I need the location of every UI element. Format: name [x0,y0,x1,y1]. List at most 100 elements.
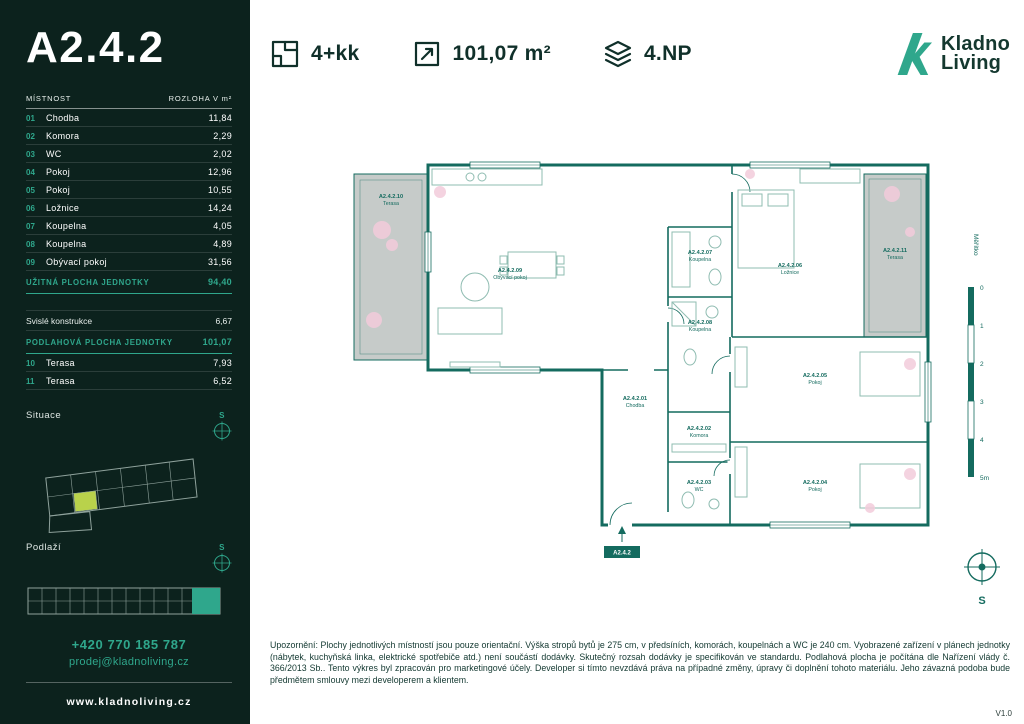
room-number: 03 [26,149,35,159]
phone-link[interactable]: +420 770 185 787 [71,637,187,652]
floor-value: 4.NP [643,42,692,65]
svg-text:0: 0 [980,285,984,292]
table-row: 07 Koupelna 4,05 [26,217,232,236]
table-row: 01 Chodba 11,84 [26,109,232,128]
svg-text:Ložnice: Ložnice [781,270,799,276]
vertical-structures-value: 6,67 [215,315,232,326]
svg-text:Obývací pokoj: Obývací pokoj [493,275,527,281]
svg-text:5m: 5m [980,475,989,482]
terrace-left [353,173,429,361]
table-row: 02 Komora 2,29 [26,127,232,146]
usable-area-row: UŽITNÁ PLOCHA JEDNOTKY 94,40 [26,271,232,295]
svg-text:S: S [978,595,985,607]
room-name: Terasa [46,357,75,368]
entrance-marker: A2.4.2 [604,526,640,558]
floor-area-value: 101,07 [202,337,232,348]
room-table-header: MÍSTNOST ROZLOHA V m² [26,94,232,110]
room-number: 10 [26,358,35,368]
svg-text:Pokoj: Pokoj [808,487,821,493]
svg-text:A2.4.2.01: A2.4.2.01 [623,396,647,402]
room-name: Koupelna [46,238,87,249]
floor-section-strip [27,587,221,615]
svg-text:Měřítko: Měřítko [972,234,979,256]
svg-text:A2.4.2.09: A2.4.2.09 [498,268,522,274]
area-value: 101,07 m² [452,42,551,65]
brand-logo: Kladno Living [890,33,1010,75]
room-table-header-area: ROZLOHA V m² [168,94,232,104]
room-number: 04 [26,167,35,177]
svg-text:A2.4.2.04: A2.4.2.04 [803,480,828,486]
unit-badge [604,546,640,558]
room-name: Komora [46,130,80,141]
header: 4+kk 101,07 m² 4.NP Kladno Living [270,30,1010,78]
table-row: 10 Terasa 7,93 [26,354,232,373]
layout-value: 4+kk [311,42,360,65]
floor-area-label: PODLAHOVÁ PLOCHA JEDNOTKY [26,338,173,348]
svg-text:Chodba: Chodba [626,403,645,409]
layout-spec: 4+kk [270,39,360,69]
situace-section-header: Situace S [26,410,232,442]
room-name: Chodba [46,112,80,123]
area-icon [414,41,439,67]
podlazi-section-header: Podlaží S [26,542,232,574]
svg-text:1: 1 [980,323,984,330]
room-name: Ložnice [46,202,80,213]
room-number: 09 [26,257,35,267]
website-link[interactable]: www.kladnoliving.cz [66,696,192,708]
north-compass-icon: S [212,543,232,573]
svg-text:A2.4.2.07: A2.4.2.07 [688,250,712,256]
floor-spec: 4.NP [603,39,692,69]
table-row: 04 Pokoj 12,96 [26,163,232,182]
svg-text:Koupelna: Koupelna [689,327,711,333]
svg-text:Pokoj: Pokoj [808,380,821,386]
north-compass-icon: S [212,411,232,441]
svg-text:A2.4.2.11: A2.4.2.11 [883,248,907,254]
svg-text:WC: WC [695,487,704,493]
floor-layers-icon [604,40,632,68]
room-name: Pokoj [46,166,71,177]
version-label: V1.0 [995,709,1012,718]
room-table-rows: 01 Chodba 11,84 02 Komora 2,29 03 WC 2,0… [26,109,232,272]
room-number: 02 [26,131,35,141]
svg-text:4: 4 [980,437,984,444]
sidebar-divider [26,682,232,683]
room-area: 12,96 [207,166,232,177]
room-area: 6,52 [213,375,232,386]
brand-line-1: Kladno [941,33,1010,55]
svg-text:Komora: Komora [690,433,709,439]
room-area: 2,29 [213,130,232,141]
room-area: 10,55 [207,184,232,195]
room-name: Pokoj [46,184,71,195]
room-number: 06 [26,203,35,213]
svg-text:A2.4.2.08: A2.4.2.08 [688,320,712,326]
scale-bar: Měřítko 0 1 2 3 4 5m [967,234,989,482]
table-row: 08 Koupelna 4,89 [26,235,232,254]
room-area: 11,84 [208,112,232,123]
usable-area-label: UŽITNÁ PLOCHA JEDNOTKY [26,278,150,288]
brand-mark-icon [897,33,933,75]
svg-text:Terasa: Terasa [383,201,399,207]
room-number: 01 [26,113,35,123]
email-link[interactable]: prodej@kladnoliving.cz [69,656,189,668]
table-row: 05 Pokoj 10,55 [26,181,232,200]
room-name: Koupelna [46,220,87,231]
windows [424,161,932,529]
vertical-structures-row: Svislé konstrukce 6,67 [26,310,232,332]
room-area: 7,93 [213,357,232,368]
area-spec: 101,07 m² [412,39,551,69]
room-name: Terasa [46,375,75,386]
table-row: 09 Obývací pokoj 31,56 [26,253,232,272]
strip-highlighted-unit [192,588,220,615]
furniture [431,168,921,510]
vertical-structures-label: Svislé konstrukce [26,315,93,326]
svg-text:A2.4.2.03: A2.4.2.03 [687,480,711,486]
usable-area-value: 94,40 [207,277,232,288]
room-name: WC [46,148,62,159]
situace-label: Situace [26,410,62,422]
room-number: 07 [26,221,35,231]
room-area: 31,56 [207,256,232,267]
svg-text:A2.4.2.10: A2.4.2.10 [379,194,403,200]
doors [608,173,751,528]
